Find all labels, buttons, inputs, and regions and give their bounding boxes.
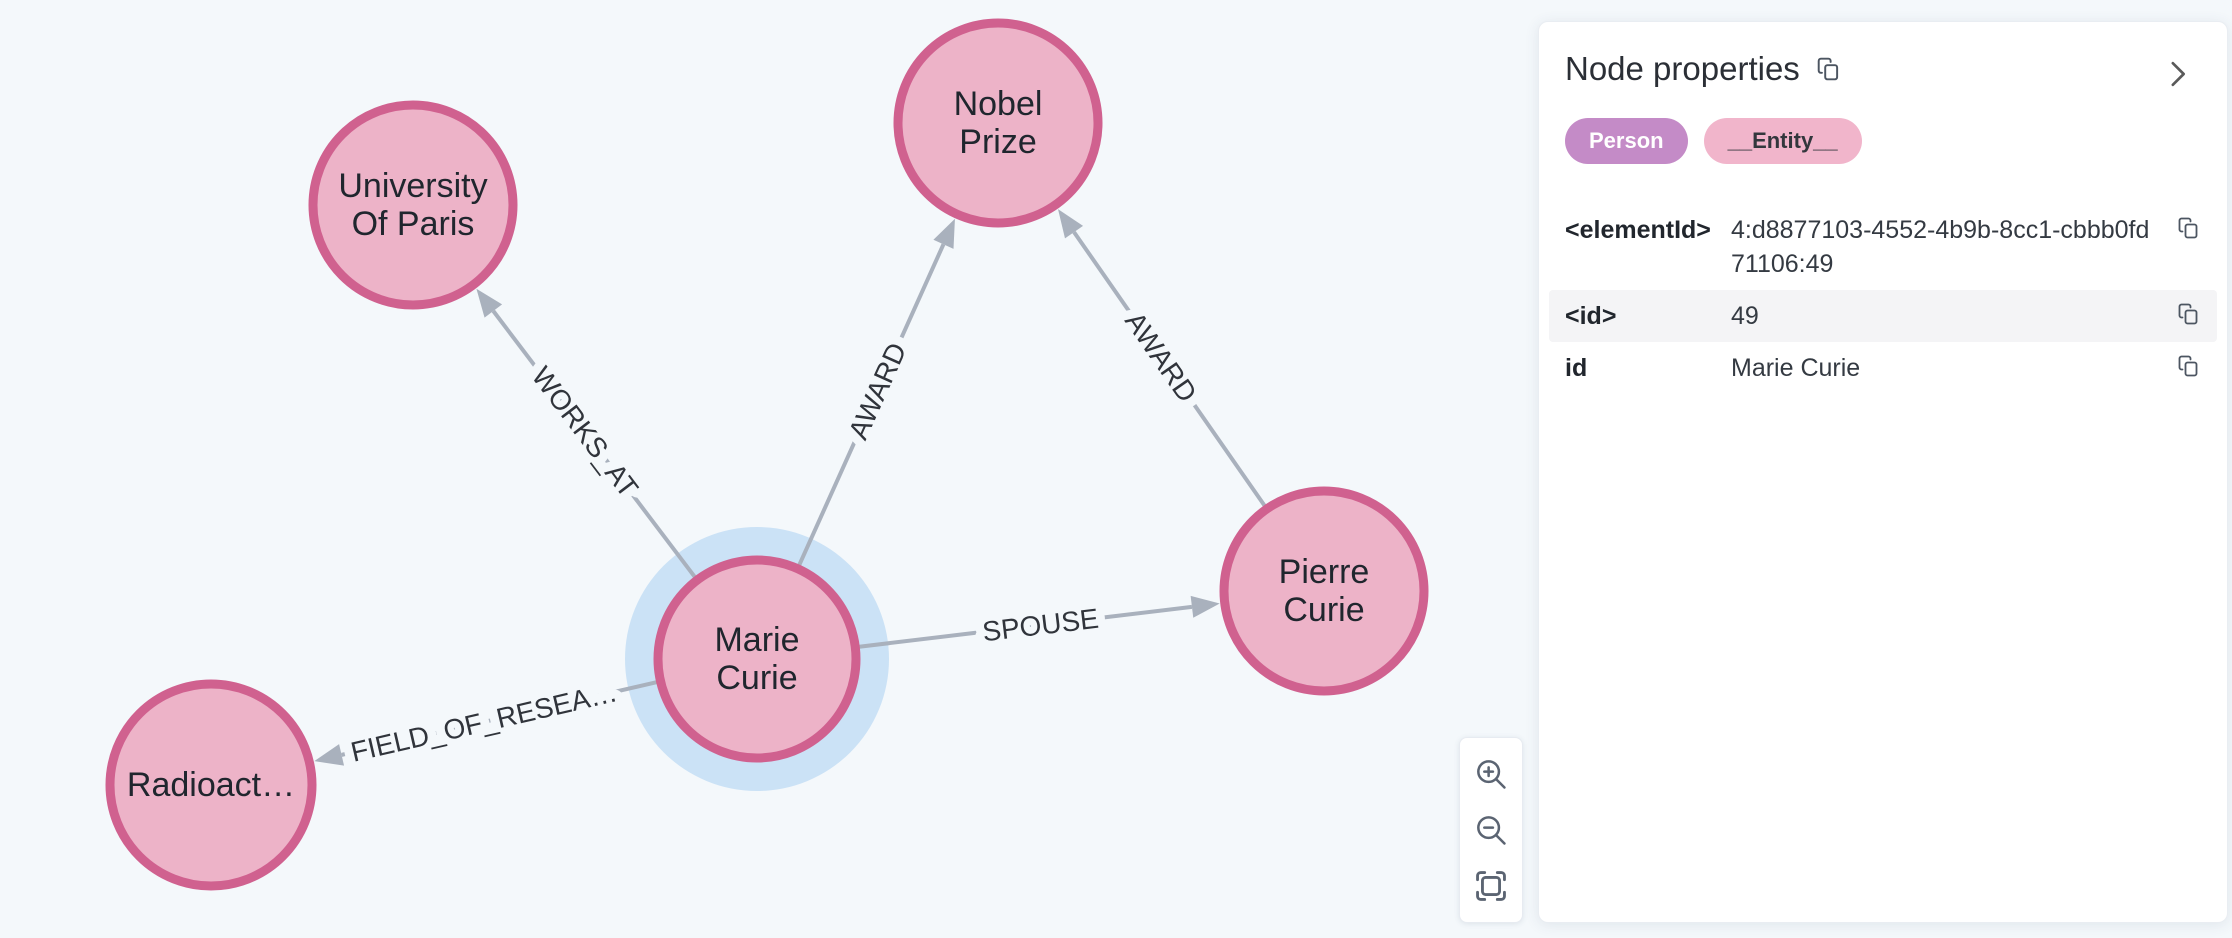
property-row: id Marie Curie [1549, 342, 2217, 394]
zoom-controls-card [1459, 737, 1523, 923]
arrowhead-icon [933, 218, 955, 249]
edge-works-at[interactable] [491, 309, 697, 579]
arrowhead-icon [1058, 209, 1084, 239]
arrowhead-icon [314, 744, 345, 766]
collapse-panel-button[interactable] [2155, 52, 2199, 96]
graph-node-pierre[interactable] [1219, 486, 1429, 696]
edge-award[interactable] [797, 243, 946, 566]
copy-property-button[interactable] [2177, 354, 2201, 378]
node-label-badges: Person __Entity__ [1565, 118, 2201, 164]
magnifier-minus-icon [1477, 816, 1506, 845]
panel-header: Node properties [1565, 50, 2201, 88]
zoom-in-button[interactable] [1469, 752, 1513, 796]
zoom-to-fit-button[interactable] [1469, 864, 1513, 908]
node-label-badge[interactable]: __Entity__ [1703, 118, 1862, 164]
copy-property-button[interactable] [2177, 302, 2201, 326]
property-value: 49 [1731, 302, 1759, 330]
arrowhead-icon [476, 288, 503, 318]
panel-title: Node properties [1565, 50, 1800, 87]
edge-field-of-resea-[interactable] [341, 680, 658, 757]
property-row: <elementId> 4:d8877103-4552-4b9b-8cc1-cbb… [1549, 204, 2217, 290]
copy-icon [2178, 303, 2198, 325]
edge-award[interactable] [1072, 230, 1267, 507]
graph-node-marie[interactable] [653, 555, 861, 763]
edge-label[interactable]: SPOUSE [972, 594, 1110, 657]
edge-layer [314, 209, 1267, 766]
magnifier-plus-icon [1477, 760, 1506, 789]
edge-label[interactable]: FIELD_OF_RESEA… [339, 667, 629, 776]
copy-property-button[interactable] [2177, 216, 2201, 240]
copy-icon [1817, 57, 1838, 81]
copy-icon [2178, 355, 2198, 377]
node-label-badge[interactable]: Person [1565, 118, 1688, 164]
copy-icon [2178, 217, 2198, 239]
copy-all-properties-button[interactable] [1816, 56, 1842, 82]
node-properties-panel: Node properties Person __Entity__ <elemen… [1538, 21, 2228, 923]
zoom-out-button[interactable] [1469, 808, 1513, 852]
graph-node-university[interactable] [308, 100, 518, 310]
arrowhead-icon [1190, 595, 1220, 618]
property-key: <id> [1565, 302, 1617, 330]
property-row: <id> 49 [1549, 290, 2217, 342]
graph-node-nobel[interactable] [893, 18, 1103, 228]
graph-node-radioactivity[interactable] [105, 679, 317, 891]
edge-label[interactable]: WORKS_AT [517, 352, 653, 512]
edge-spouse[interactable] [859, 604, 1193, 649]
property-key: <elementId> [1565, 216, 1711, 244]
edge-label[interactable]: AWARD [833, 329, 921, 453]
properties-table: <elementId> 4:d8877103-4552-4b9b-8cc1-cbb… [1549, 204, 2217, 394]
property-key: id [1565, 354, 1588, 382]
edge-label[interactable]: AWARD [1110, 297, 1212, 417]
property-value: 4:d8877103-4552-4b9b-8cc1-cbbb0fd71106:4… [1731, 216, 2150, 278]
chevron-right-icon [2171, 61, 2185, 87]
fit-to-screen-icon [1476, 871, 1506, 901]
property-value: Marie Curie [1731, 354, 1861, 382]
